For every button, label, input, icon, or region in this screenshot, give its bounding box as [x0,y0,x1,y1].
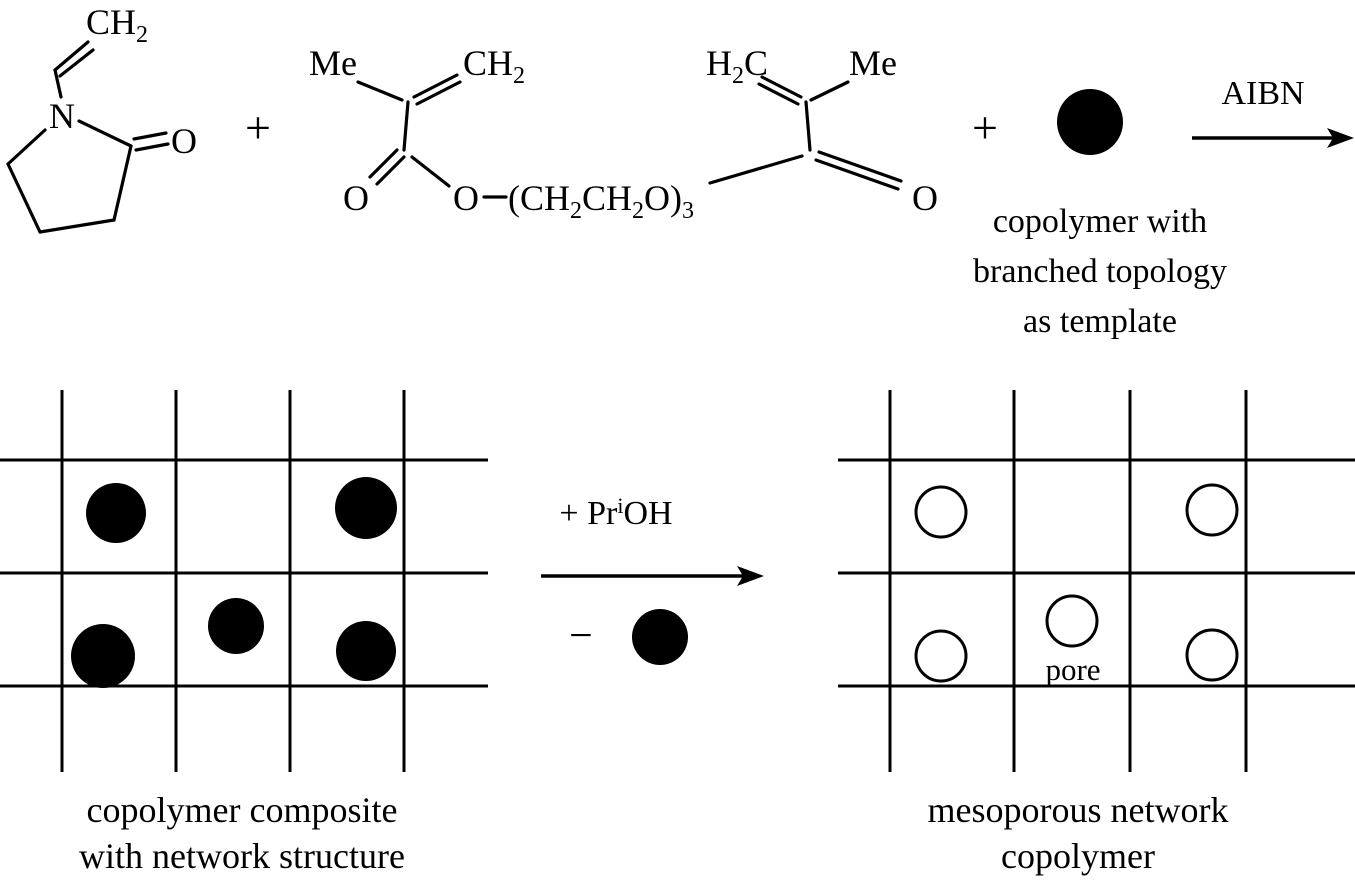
methacrylate-left-ch2-subscript: 2 [513,63,525,89]
methacrylate-left-carbonyl-bond [402,100,410,152]
pore-circle-4 [1045,594,1099,648]
extraction-reagent-part-1: + Pr [559,495,618,532]
nvp-ring-bond-n-c2 [77,119,133,148]
template-note-line-1: copolymer with [993,203,1207,240]
methacrylate-right-h2c-h: H [706,43,732,83]
template-dot-in-network-1 [86,483,146,543]
template-polymer: copolymer with branched topology as temp… [973,89,1227,340]
product-label-line-1: mesoporous network [928,790,1229,830]
plus-sign-2: + [972,102,998,153]
methacrylate-right-double-bond-inner [757,82,800,106]
methacrylate-right-carbonyl-bond [804,100,812,152]
glycol-chain-label: (CH2CH2O)3 [508,178,694,224]
methacrylate-right-h2c-subscript: 2 [732,63,744,89]
composite-label-line-2: with network structure [79,836,405,876]
methacrylate-left-co-double-bond-inner [375,155,406,186]
methacrylate-left-me-label: Me [309,43,357,83]
composite-label-line-1: copolymer composite [87,790,398,830]
nvp-vinyl-nitrogen-bond [53,68,63,99]
template-dot-in-network-5 [336,621,396,681]
template-dot-in-network-4 [208,598,264,654]
glycol-chain-subscript-1: 2 [570,198,582,224]
pore-circle-5 [1185,628,1239,682]
extraction-reagent-part-2: OH [623,495,672,532]
nvp-ring-bond-c5-n [6,128,47,166]
methacrylate-right-carbonyl-oxygen-label: O [912,178,938,218]
aibn-reaction-arrow: AIBN [1192,75,1354,148]
extraction-reagent-label: + PriOH [559,493,672,532]
methacrylate-left-ch2-label: CH2 [463,43,525,89]
template-polymer-dot [1057,89,1123,155]
extraction-reagent-superscript-i: i [617,493,623,518]
glycol-chain-part-3: O) [644,178,682,218]
methacrylate-left-co-double-bond-outer [368,148,399,179]
pore-circle-1 [914,485,968,539]
nvp-vinyl-double-bond-outer [53,40,90,72]
nvp-carbonyl-double-bond-upper [132,131,168,141]
plus-sign-1: + [245,102,271,153]
minus-sign: − [569,613,593,659]
glycol-chain-part-2: CH [582,178,632,218]
nvp-ring-bond-c3-c4 [38,218,116,234]
methacrylate-left-ester-bond [410,155,451,188]
chain-to-right-carbonyl-bond [708,154,804,185]
methacrylate-right-me-bond [809,80,850,102]
glycol-chain-subscript-2: 2 [632,198,644,224]
nvp-carbonyl-oxygen-label: O [171,121,197,161]
extraction-step: + PriOH − [541,493,764,665]
methacrylate-right-co-double-bond-inner [814,158,900,191]
initiator-label: AIBN [1221,75,1304,112]
pore-circle-3 [914,629,968,683]
nvp-vinyl-ch2-label: CH2 [86,2,148,48]
template-dot-in-network-3 [71,624,135,688]
template-note-line-2: branched topology [973,253,1227,290]
glycol-chain-subscript-3: 3 [682,198,694,224]
ester-oxygen-label: O [453,178,479,218]
methacrylate-left-double-bond-inner [415,80,462,106]
nvp-ring-bond-c2-c3 [112,144,133,222]
methacrylate-right-co-double-bond-outer [817,150,903,183]
template-note-line-3: as template [1023,303,1177,340]
methacrylate-right-h2c-label: H2C [706,43,768,89]
methacrylate-left-ch2-base: CH [463,43,513,83]
methacrylate-left-carbonyl-oxygen-label: O [343,178,369,218]
nvp-monomer-structure: CH2 N O [6,2,197,234]
product-label-line-2: copolymer [1001,836,1155,876]
methacrylate-left-double-bond-outer [412,73,459,99]
composite-network-grid: copolymer composite with network structu… [0,390,488,876]
nvp-carbonyl-double-bond-lower [134,142,170,152]
methacrylate-left-me-bond [356,80,404,102]
dimethacrylate-structure: Me CH2 O O (CH2CH2O)3 H2C Me O [309,43,938,224]
nvp-vinyl-ch2-base: CH [86,2,136,42]
methacrylate-right-double-bond-outer [760,75,803,99]
removed-template-dot [632,609,688,665]
nvp-vinyl-double-bond-inner [58,48,95,78]
aibn-arrow-head [1327,128,1354,148]
extraction-arrow-head [737,566,764,586]
template-dot-in-network-2 [335,477,397,539]
mesoporous-network-grid: pore mesoporous network copolymer [838,390,1355,876]
nvp-vinyl-ch2-subscript: 2 [136,22,148,48]
pore-circle-2 [1185,483,1239,537]
nvp-ring-bond-c4-c5 [6,162,42,234]
pore-annotation: pore [1045,652,1100,687]
glycol-chain-part-1: (CH [508,178,570,218]
nvp-nitrogen-label: N [49,96,75,136]
methacrylate-right-me-label: Me [849,43,897,83]
